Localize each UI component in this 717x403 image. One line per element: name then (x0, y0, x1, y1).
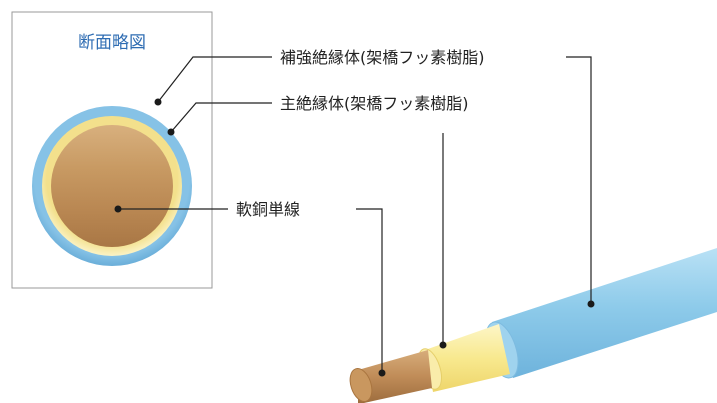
leader-conductor-cable (356, 208, 383, 373)
main-insulation-layer (425, 324, 510, 392)
dot-main-insulation-cable (439, 341, 447, 349)
dot-outer-insulation-section (154, 98, 162, 106)
copper-conductor-end (349, 368, 373, 402)
dot-conductor-cable (378, 369, 386, 377)
cross-section-box: 断面略図 (11, 11, 213, 289)
cross-section-title: 断面略図 (78, 33, 146, 53)
cable-3d-illustration (349, 248, 717, 403)
leader-main-insulation-section (170, 102, 272, 133)
copper-conductor-section (51, 125, 173, 247)
dot-main-insulation-section (167, 128, 175, 136)
leader-lines (114, 56, 595, 377)
label-main-insulation: 主絶縁体(架橋フッ素樹脂) (280, 94, 469, 113)
label-outer-insulation: 補強絶縁体(架橋フッ素樹脂) (280, 48, 485, 67)
dot-outer-insulation-cable (587, 300, 595, 308)
leader-outer-insulation-cable (566, 56, 592, 304)
copper-conductor-wire (358, 350, 432, 403)
dot-conductor-section (114, 205, 122, 213)
label-conductor: 軟銅単線 (236, 200, 300, 219)
outer-insulation-sheath (492, 248, 717, 378)
leader-outer-insulation-section (157, 56, 272, 103)
